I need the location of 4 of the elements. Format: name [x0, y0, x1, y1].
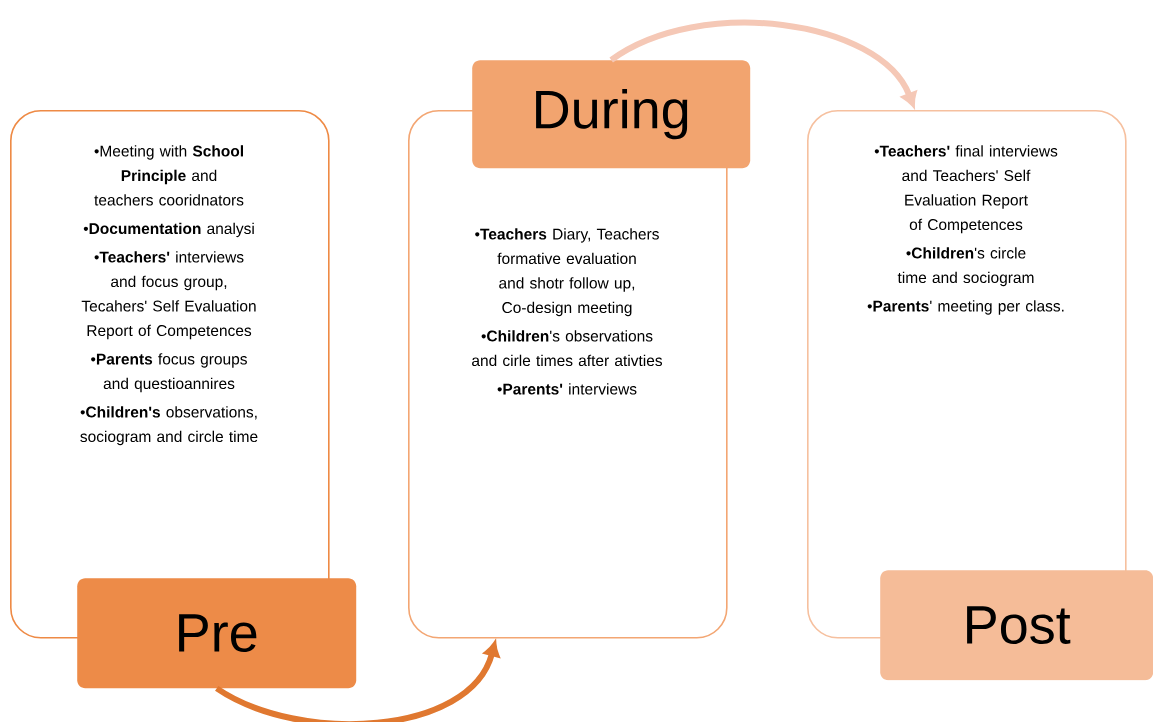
phase-tab: Post — [880, 570, 1153, 681]
phase-tab: During — [472, 60, 751, 169]
phase-tab: Pre — [77, 578, 357, 689]
curved-arrow — [215, 641, 500, 722]
